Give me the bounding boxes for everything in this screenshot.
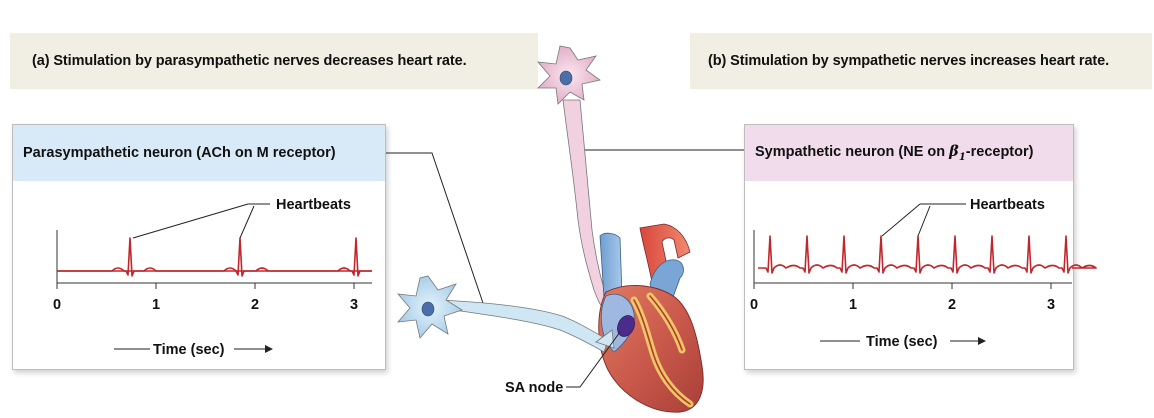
panel-a-pointer-1 [132,203,249,239]
panel-b-pointer-2 [917,205,931,237]
panel-a-axis-label: Time (sec) [153,342,225,358]
panel-sympathetic: Sympathetic neuron (NE on β1-receptor) [744,124,1074,370]
panel-parasympathetic: Parasympathetic neuron (ACh on M recepto… [12,124,386,370]
banner-b-text: (b) Stimulation by sympathetic nerves in… [708,53,1110,69]
panel-b-tick-label: 1 [849,297,857,313]
panel-a-tick-label: 0 [53,297,61,313]
aorta [639,223,691,283]
panel-b-tick-label: 3 [1047,297,1055,313]
para-nucleus [421,301,435,317]
panel-b-ticks: 0 1 2 3 [750,283,1055,313]
beta-subscript: 1 [958,151,966,163]
panel-b-header: Sympathetic neuron (NE on β1-receptor) [745,125,1073,181]
sa-node [617,315,635,337]
beta-symbol: β1 [949,143,966,163]
panel-b-heartbeats-label: Heartbeats [970,197,1045,213]
panel-a-ticks: 0 1 2 3 [53,283,358,313]
panel-a-title: Parasympathetic neuron (ACh on M recepto… [23,145,336,161]
banner-parasympathetic: (a) Stimulation by parasympathetic nerve… [10,33,538,89]
sa-node-pointer [566,331,621,388]
panel-b-axis-arrow-head [978,337,986,345]
panel-b-tick-label: 2 [948,297,956,313]
coronary-vessels [633,295,691,405]
panel-b-chart: 0 1 2 3 Heartbeats Time (sec) [750,197,1097,350]
panel-b-axis-label: Time (sec) [866,334,938,350]
panel-b-title: Sympathetic neuron (NE on β1-receptor) [755,143,1033,163]
parasympathetic-neuron [397,275,615,353]
panel-a-header: Parasympathetic neuron (ACh on M recepto… [13,125,385,181]
panel-a-tick-label: 1 [152,297,160,313]
panel-b-tick-label: 0 [750,297,758,313]
para-axon [439,299,609,353]
banner-a-text: (a) Stimulation by parasympathetic nerve… [32,53,467,69]
panel-a-pointer-2 [239,205,255,239]
panel-a-tick-label: 2 [251,297,259,313]
panel-a-heartbeats-label: Heartbeats [276,197,351,213]
panel-a-tick-label: 3 [350,297,358,313]
panel-b-title-suffix: -receptor) [965,144,1034,161]
banner-sympathetic: (b) Stimulation by sympathetic nerves in… [690,33,1152,89]
beta-letter: β [949,143,959,161]
sa-node-label: SA node [505,380,563,396]
para-axon-terminal [595,329,615,349]
panel-a-heartbeat-trace [57,237,372,277]
symp-axon [562,99,609,309]
para-connector-line [386,152,485,307]
sympathetic-neuron [537,45,609,309]
panel-a-chart: 0 1 2 3 Heartbeats Time (sec) [53,197,372,358]
panel-a-axis-arrow-head [265,345,273,353]
heart-illustration [598,223,704,413]
panel-b-heartbeat-trace [758,235,1097,274]
symp-nucleus [559,70,573,86]
panel-b-title-prefix: Sympathetic neuron (NE on [755,144,950,161]
panel-b-pointer-1 [881,203,921,237]
